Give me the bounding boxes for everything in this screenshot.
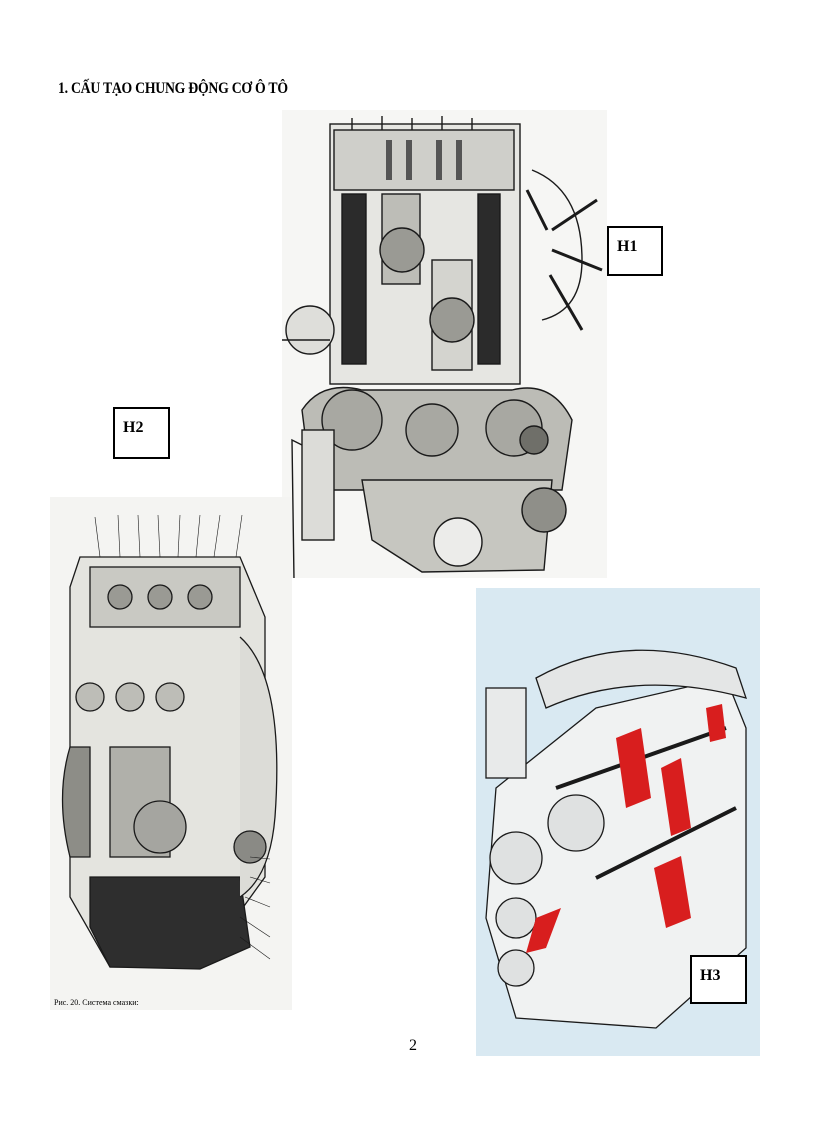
figure-label-h3: H3 [690, 955, 747, 1004]
figure-caption-h2: Рис. 20. Система смазки: [54, 998, 139, 1007]
engine-drawing-image-h2 [50, 497, 292, 1010]
figure-label-h1: H1 [607, 226, 663, 276]
figure-label-h2: H2 [113, 407, 170, 459]
page-number: 2 [409, 1037, 417, 1054]
section-heading: 1. CẤU TẠO CHUNG ĐỘNG CƠ Ô TÔ [58, 80, 288, 97]
engine-cutaway-image-h3 [476, 588, 760, 1056]
engine-cutaway-image-h1 [282, 110, 607, 578]
